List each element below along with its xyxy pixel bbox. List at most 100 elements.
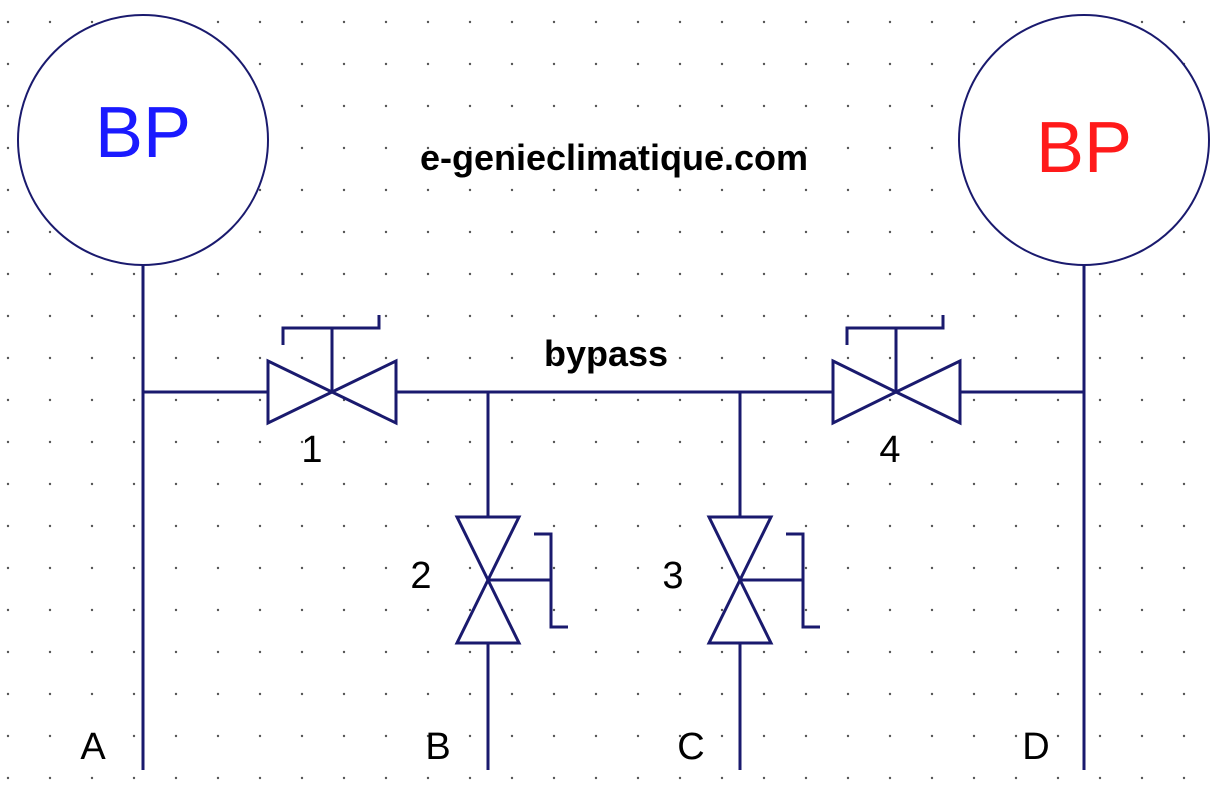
valve-3-handle: [740, 532, 820, 629]
grid-dot: [888, 482, 892, 486]
grid-dot: [48, 314, 52, 318]
grid-dot: [468, 692, 472, 696]
grid-dot: [1182, 356, 1186, 360]
grid-dot: [594, 62, 598, 66]
grid-dot: [300, 566, 304, 570]
grid-dot: [174, 398, 178, 402]
grid-dot: [636, 356, 640, 360]
grid-dot: [90, 398, 94, 402]
grid-dot: [636, 314, 640, 318]
grid-dot: [594, 398, 598, 402]
grid-dot: [1014, 272, 1018, 276]
grid-dot: [90, 482, 94, 486]
grid-dot: [48, 20, 52, 24]
grid-dot: [258, 566, 262, 570]
grid-dot: [1098, 356, 1102, 360]
grid-dot: [972, 230, 976, 234]
grid-dot: [552, 650, 556, 654]
grid-dot: [720, 272, 724, 276]
grid-dot: [426, 188, 430, 192]
grid-dot: [174, 482, 178, 486]
grid-dot: [48, 608, 52, 612]
grid-dot: [1182, 734, 1186, 738]
grid-dot: [426, 230, 430, 234]
grid-dot: [1182, 776, 1186, 780]
grid-dot: [510, 566, 514, 570]
grid-dot: [342, 104, 346, 108]
grid-dot: [510, 188, 514, 192]
grid-dot: [174, 692, 178, 696]
grid-dot: [90, 776, 94, 780]
grid-dot: [636, 20, 640, 24]
grid-dot: [90, 608, 94, 612]
grid-dot: [1098, 734, 1102, 738]
grid-dot: [342, 62, 346, 66]
grid-dot: [804, 62, 808, 66]
grid-dot: [636, 272, 640, 276]
grid-dot: [846, 692, 850, 696]
grid-dot: [342, 146, 346, 150]
grid-dot: [384, 440, 388, 444]
valve-2-handle: [488, 532, 568, 629]
grid-dot: [90, 566, 94, 570]
grid-dot: [132, 608, 136, 612]
grid-dot: [1140, 20, 1144, 24]
grid-dot: [384, 104, 388, 108]
grid-dot: [1014, 356, 1018, 360]
grid-dot: [468, 146, 472, 150]
grid-dot: [384, 482, 388, 486]
grid-dot: [216, 356, 220, 360]
grid-dot: [846, 482, 850, 486]
grid-dot: [636, 692, 640, 696]
grid-dot: [762, 608, 766, 612]
grid-dot: [1140, 524, 1144, 528]
grid-dot: [384, 230, 388, 234]
grid-dot: [258, 608, 262, 612]
grid-dot: [636, 650, 640, 654]
grid-dot: [762, 692, 766, 696]
grid-dot: [426, 440, 430, 444]
grid-dot: [90, 440, 94, 444]
grid-dot: [804, 230, 808, 234]
valve-4-body: [831, 358, 900, 426]
grid-dot: [720, 608, 724, 612]
grid-dot: [426, 314, 430, 318]
grid-dot: [888, 566, 892, 570]
grid-dot: [1056, 566, 1060, 570]
grid-dot: [930, 272, 934, 276]
grid-dot: [636, 566, 640, 570]
grid-dot: [258, 230, 262, 234]
grid-dot: [804, 356, 808, 360]
grid-dot: [258, 440, 262, 444]
grid-dot: [552, 608, 556, 612]
grid-dot: [972, 692, 976, 696]
grid-dot: [1014, 314, 1018, 318]
grid-dot: [804, 734, 808, 738]
grid-dot: [174, 608, 178, 612]
grid-dot: [6, 356, 10, 360]
grid-dot: [342, 20, 346, 24]
grid-dot: [678, 272, 682, 276]
grid-dot: [636, 230, 640, 234]
grid-dot: [1056, 734, 1060, 738]
grid-dot: [426, 104, 430, 108]
grid-dot: [804, 314, 808, 318]
grid-dot: [426, 692, 430, 696]
grid-dot: [1014, 482, 1018, 486]
grid-dot: [972, 608, 976, 612]
grid-dot: [678, 776, 682, 780]
grid-dot: [300, 20, 304, 24]
grid-dot: [384, 146, 388, 150]
valve-3-label: 3: [662, 555, 683, 597]
grid-dot: [552, 566, 556, 570]
grid-dot: [594, 188, 598, 192]
grid-dot: [1014, 692, 1018, 696]
grid-dot: [90, 524, 94, 528]
grid-dot: [678, 482, 682, 486]
grid-dot: [678, 188, 682, 192]
grid-dot: [1056, 398, 1060, 402]
grid-dot: [636, 734, 640, 738]
grid-dot: [90, 692, 94, 696]
grid-dot: [384, 650, 388, 654]
grid-dot: [720, 20, 724, 24]
